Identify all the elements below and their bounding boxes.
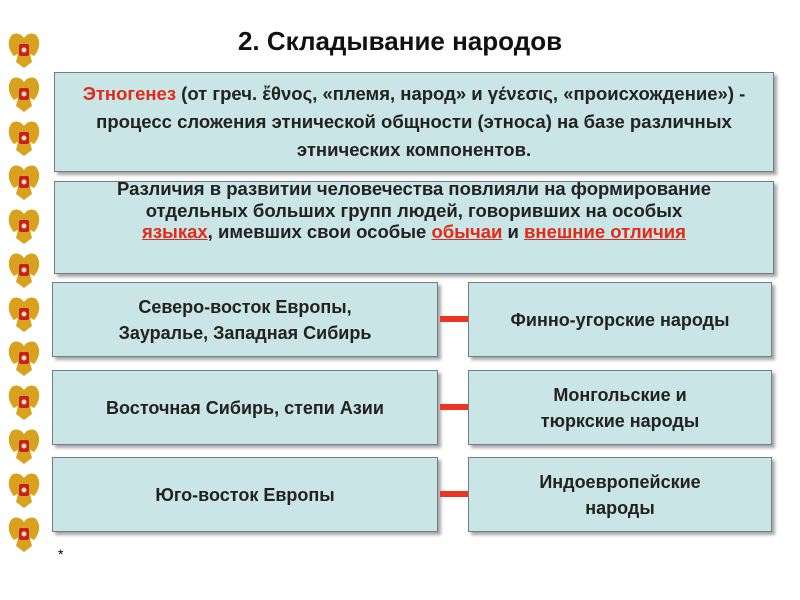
double-headed-eagle-icon: [8, 121, 40, 156]
double-headed-eagle-icon: [8, 33, 40, 68]
region-box: Северо-восток Европы, Зауралье, Западная…: [52, 282, 438, 357]
peoples-box: Финно-угорские народы: [468, 282, 772, 357]
double-headed-eagle-icon: [8, 209, 40, 244]
region-label: Восточная Сибирь, степи Азии: [106, 397, 384, 418]
region-label: Юго-восток Европы: [155, 484, 335, 505]
double-headed-eagle-icon: [8, 297, 40, 332]
peoples-label: Индоевропейские народы: [539, 471, 701, 518]
double-headed-eagle-icon: [8, 253, 40, 288]
differences-line-2: отдельных больших групп людей, говоривши…: [145, 199, 683, 221]
region-box: Восточная Сибирь, степи Азии: [52, 370, 438, 445]
keyword-appearance: внешние отличия: [524, 221, 686, 242]
footnote-mark: *: [58, 546, 64, 562]
keyword-customs: обычаи: [431, 221, 503, 242]
definition-text: Этногенез (от греч. ἔθνος, «племя, народ…: [75, 80, 753, 164]
differences-line-1: Различия в развитии человечества повлиял…: [116, 181, 712, 199]
peoples-label: Монгольские и тюркские народы: [540, 384, 700, 431]
differences-text-part: и: [502, 221, 525, 242]
double-headed-eagle-icon: [8, 429, 40, 464]
emblem-column: [2, 30, 46, 552]
region-label: Северо-восток Европы, Зауралье, Западная…: [118, 296, 372, 343]
double-headed-eagle-icon: [8, 473, 40, 508]
double-headed-eagle-icon: [8, 517, 40, 552]
differences-box: Различия в развитии человечества повлиял…: [54, 181, 774, 274]
double-headed-eagle-icon: [8, 341, 40, 376]
differences-text: Различия в развитии человечества повлиял…: [116, 181, 712, 243]
double-headed-eagle-icon: [8, 385, 40, 420]
peoples-label: Финно-угорские народы: [510, 309, 730, 330]
definition-term: Этногенез: [82, 83, 177, 104]
peoples-box: Индоевропейские народы: [468, 457, 772, 532]
region-box: Юго-восток Европы: [52, 457, 438, 532]
definition-box: Этногенез (от греч. ἔθνος, «племя, народ…: [54, 72, 774, 172]
page-title: 2. Складывание народов: [237, 26, 563, 56]
differences-text-part: , имевших свои особые: [207, 221, 432, 242]
double-headed-eagle-icon: [8, 77, 40, 112]
keyword-languages: языках: [142, 221, 208, 242]
double-headed-eagle-icon: [8, 165, 40, 200]
peoples-box: Монгольские и тюркские народы: [468, 370, 772, 445]
definition-body: (от греч. ἔθνος, «племя, народ» и γένεσι…: [96, 83, 746, 160]
